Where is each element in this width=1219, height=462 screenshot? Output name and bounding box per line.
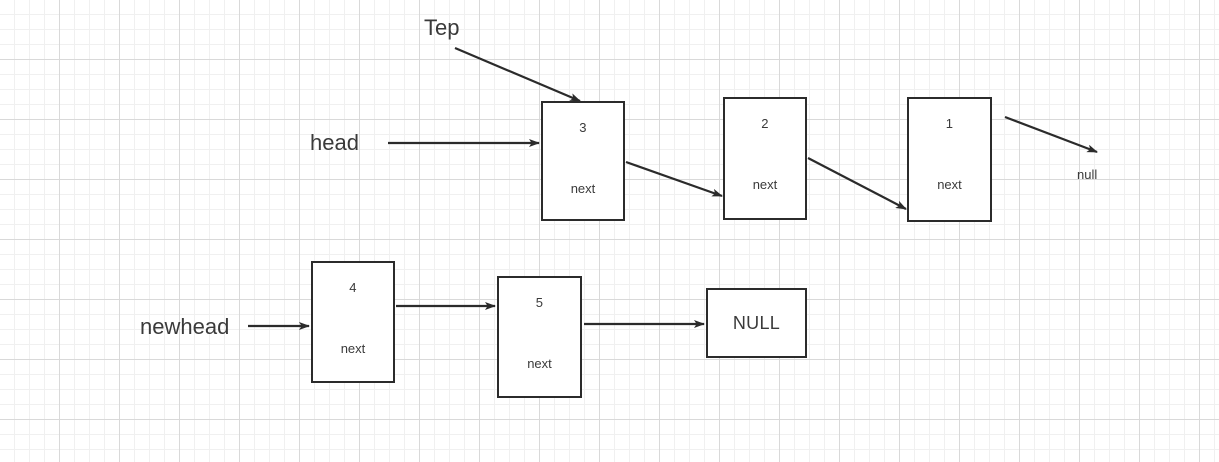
label-tep: Tep [424, 15, 460, 40]
node-4-pointer-field: next [340, 341, 366, 356]
node-4[interactable]: 4 next [311, 261, 395, 383]
arrow-node1-to-null [1004, 115, 1098, 154]
node-5-value: 5 [535, 295, 544, 310]
node-2[interactable]: 2 next [723, 97, 807, 220]
arrow-tep-to-node3 [454, 46, 581, 103]
arrow-node2-to-node1 [807, 157, 907, 210]
node-2-value: 2 [761, 116, 769, 131]
node-null[interactable]: NULL [706, 288, 807, 358]
node-3[interactable]: 3 next [541, 101, 625, 221]
arrow-node3-to-node2 [625, 160, 723, 198]
node-1-pointer-field: next [937, 177, 962, 192]
node-5[interactable]: 5 next [497, 276, 582, 398]
label-newhead: newhead [140, 314, 230, 339]
label-head: head [310, 130, 359, 155]
node-4-value: 4 [349, 280, 357, 295]
node-3-value: 3 [579, 120, 587, 135]
node-1[interactable]: 1 next [907, 97, 992, 222]
node-3-pointer-field: next [570, 181, 596, 196]
node-5-pointer-field: next [527, 356, 552, 371]
node-2-pointer-field: next [752, 177, 778, 192]
node-null-value: NULL [732, 313, 781, 333]
node-1-value: 1 [945, 116, 954, 131]
label-null-lower: null [1077, 167, 1098, 182]
